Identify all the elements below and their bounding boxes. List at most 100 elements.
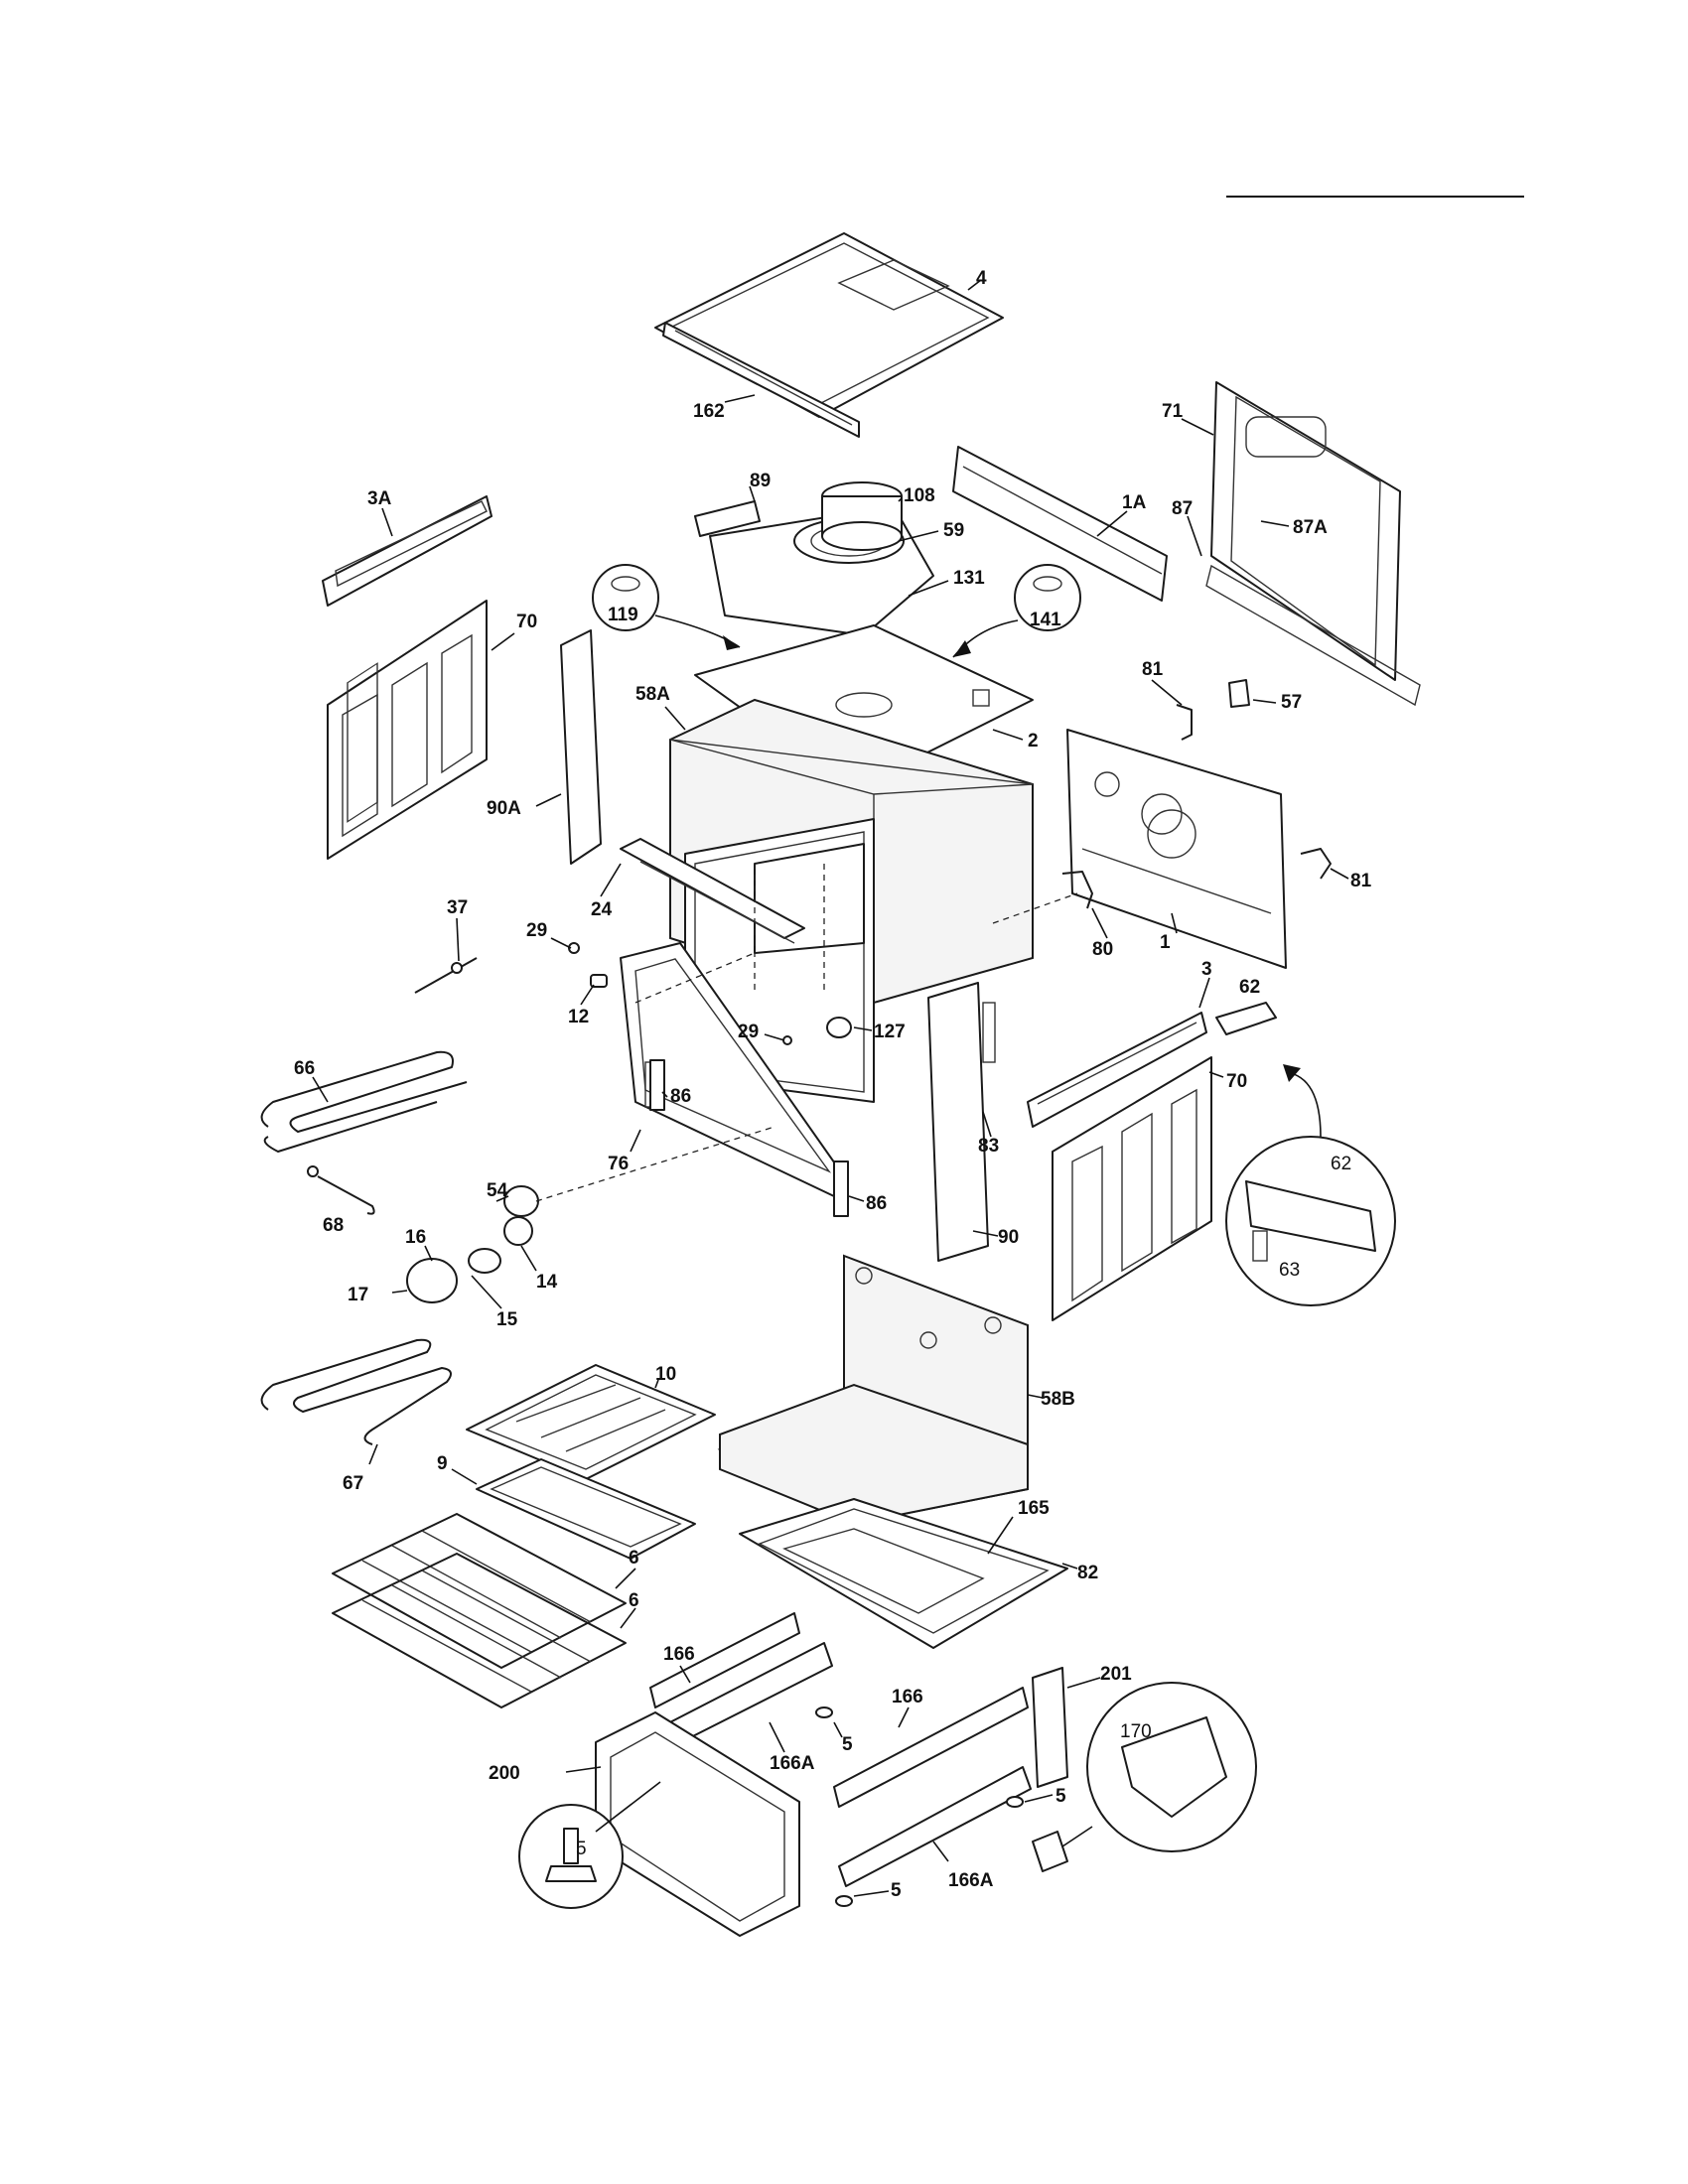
broil-element [260, 1050, 468, 1153]
label-1A: 1A [1122, 492, 1147, 513]
light-bulb [468, 1248, 501, 1274]
screw-29-lower [782, 1035, 792, 1045]
element-bracket-68 [307, 1165, 375, 1215]
leveling-leg-b [1006, 1796, 1024, 1808]
label-170: 170 [1120, 1721, 1152, 1742]
label-82: 82 [1077, 1563, 1098, 1583]
meat-probe [414, 957, 478, 994]
label-90A: 90A [487, 798, 521, 819]
label-76: 76 [608, 1154, 629, 1174]
front-frame-top [620, 838, 805, 944]
alignment-lines [535, 864, 1078, 1202]
label-87A: 87A [1293, 517, 1328, 538]
label-6-lower: 6 [629, 1590, 639, 1611]
bottom-cover [782, 1528, 985, 1614]
oven-rack-upper [332, 1513, 627, 1669]
right-vertical-trim [927, 982, 996, 1262]
label-166A-right: 166A [948, 1870, 994, 1891]
label-29-upper: 29 [526, 920, 547, 941]
drawer-side-201 [1032, 1667, 1068, 1788]
hinge-86-right [833, 1160, 849, 1217]
fan-bracket [694, 500, 761, 537]
anti-tip-bracket-callout [1032, 1682, 1257, 1872]
door-switch-12 [590, 974, 608, 988]
label-29-lower: 29 [738, 1022, 759, 1042]
light-socket [503, 1216, 533, 1246]
label-16: 16 [405, 1227, 426, 1248]
terminal-block-callout [1225, 1064, 1396, 1306]
bracket-81-side [1300, 848, 1332, 880]
callout-141 [952, 564, 1081, 658]
light-receptacle-127 [826, 1017, 852, 1038]
rear-frame-panel [1066, 729, 1287, 969]
bracket-81-top [1176, 704, 1193, 741]
label-15: 15 [496, 1309, 518, 1330]
label-162: 162 [693, 401, 725, 422]
screw-29-upper [568, 942, 580, 954]
label-5-b: 5 [1055, 1786, 1066, 1807]
label-3: 3 [1201, 959, 1212, 980]
hinge-86-left [649, 1059, 665, 1111]
label-1: 1 [1160, 932, 1171, 953]
lower-insulation-blanket [717, 1254, 1029, 1526]
label-131: 131 [953, 568, 985, 589]
label-9: 9 [437, 1453, 448, 1474]
label-81-top: 81 [1142, 659, 1164, 680]
left-side-panel [327, 600, 488, 860]
oven-rack-lower [332, 1553, 627, 1708]
label-80: 80 [1092, 939, 1113, 960]
drawer-slide-166A-right [838, 1766, 1032, 1887]
label-70-left: 70 [516, 612, 537, 632]
label-108: 108 [904, 485, 935, 506]
leveling-leg-a [815, 1706, 833, 1718]
drawer-slide-166-right [833, 1687, 1029, 1808]
label-87: 87 [1172, 498, 1193, 519]
label-3A: 3A [367, 488, 392, 509]
label-5-a: 5 [842, 1734, 853, 1755]
label-70-right: 70 [1226, 1071, 1247, 1092]
rear-top-rail [952, 446, 1168, 602]
top-rail [662, 322, 860, 438]
label-165: 165 [1018, 1498, 1050, 1519]
bake-element [260, 1338, 452, 1445]
left-vertical-trim [560, 629, 602, 865]
label-2: 2 [1028, 731, 1039, 751]
label-62-callout: 62 [1331, 1154, 1351, 1174]
label-86-right: 86 [866, 1193, 887, 1214]
leveling-leg-callout [518, 1781, 661, 1909]
back-panel [1205, 381, 1421, 707]
label-62-small: 62 [1239, 977, 1260, 998]
bottom-frame [739, 1498, 1068, 1649]
label-201: 201 [1100, 1664, 1132, 1685]
label-68: 68 [323, 1215, 344, 1236]
label-90: 90 [998, 1227, 1019, 1248]
broiler-pan-insert [466, 1364, 716, 1480]
label-5-c: 5 [891, 1880, 902, 1901]
label-119: 119 [608, 605, 638, 625]
label-66: 66 [294, 1058, 315, 1079]
right-side-panel [1052, 1056, 1212, 1321]
light-lens-cover [406, 1258, 458, 1303]
left-upper-rail [322, 495, 492, 607]
label-59: 59 [943, 520, 964, 541]
label-127: 127 [874, 1022, 906, 1042]
label-166A-left: 166A [770, 1753, 815, 1774]
blower-fan [821, 481, 903, 551]
label-200: 200 [489, 1763, 520, 1784]
drawer-slide-166-left [649, 1612, 800, 1708]
callout-119 [592, 564, 741, 650]
label-24: 24 [591, 899, 613, 920]
label-71: 71 [1162, 401, 1184, 422]
label-81-side: 81 [1350, 871, 1372, 891]
bracket-57 [1228, 679, 1250, 708]
label-58A: 58A [635, 684, 670, 705]
label-37: 37 [447, 897, 468, 918]
label-166-right: 166 [892, 1687, 923, 1707]
label-89: 89 [750, 471, 771, 491]
right-upper-rail [1027, 1012, 1207, 1128]
label-10: 10 [655, 1364, 676, 1385]
label-14: 14 [536, 1272, 558, 1293]
storage-drawer-frame [595, 1711, 800, 1937]
label-6-upper: 6 [629, 1548, 639, 1569]
